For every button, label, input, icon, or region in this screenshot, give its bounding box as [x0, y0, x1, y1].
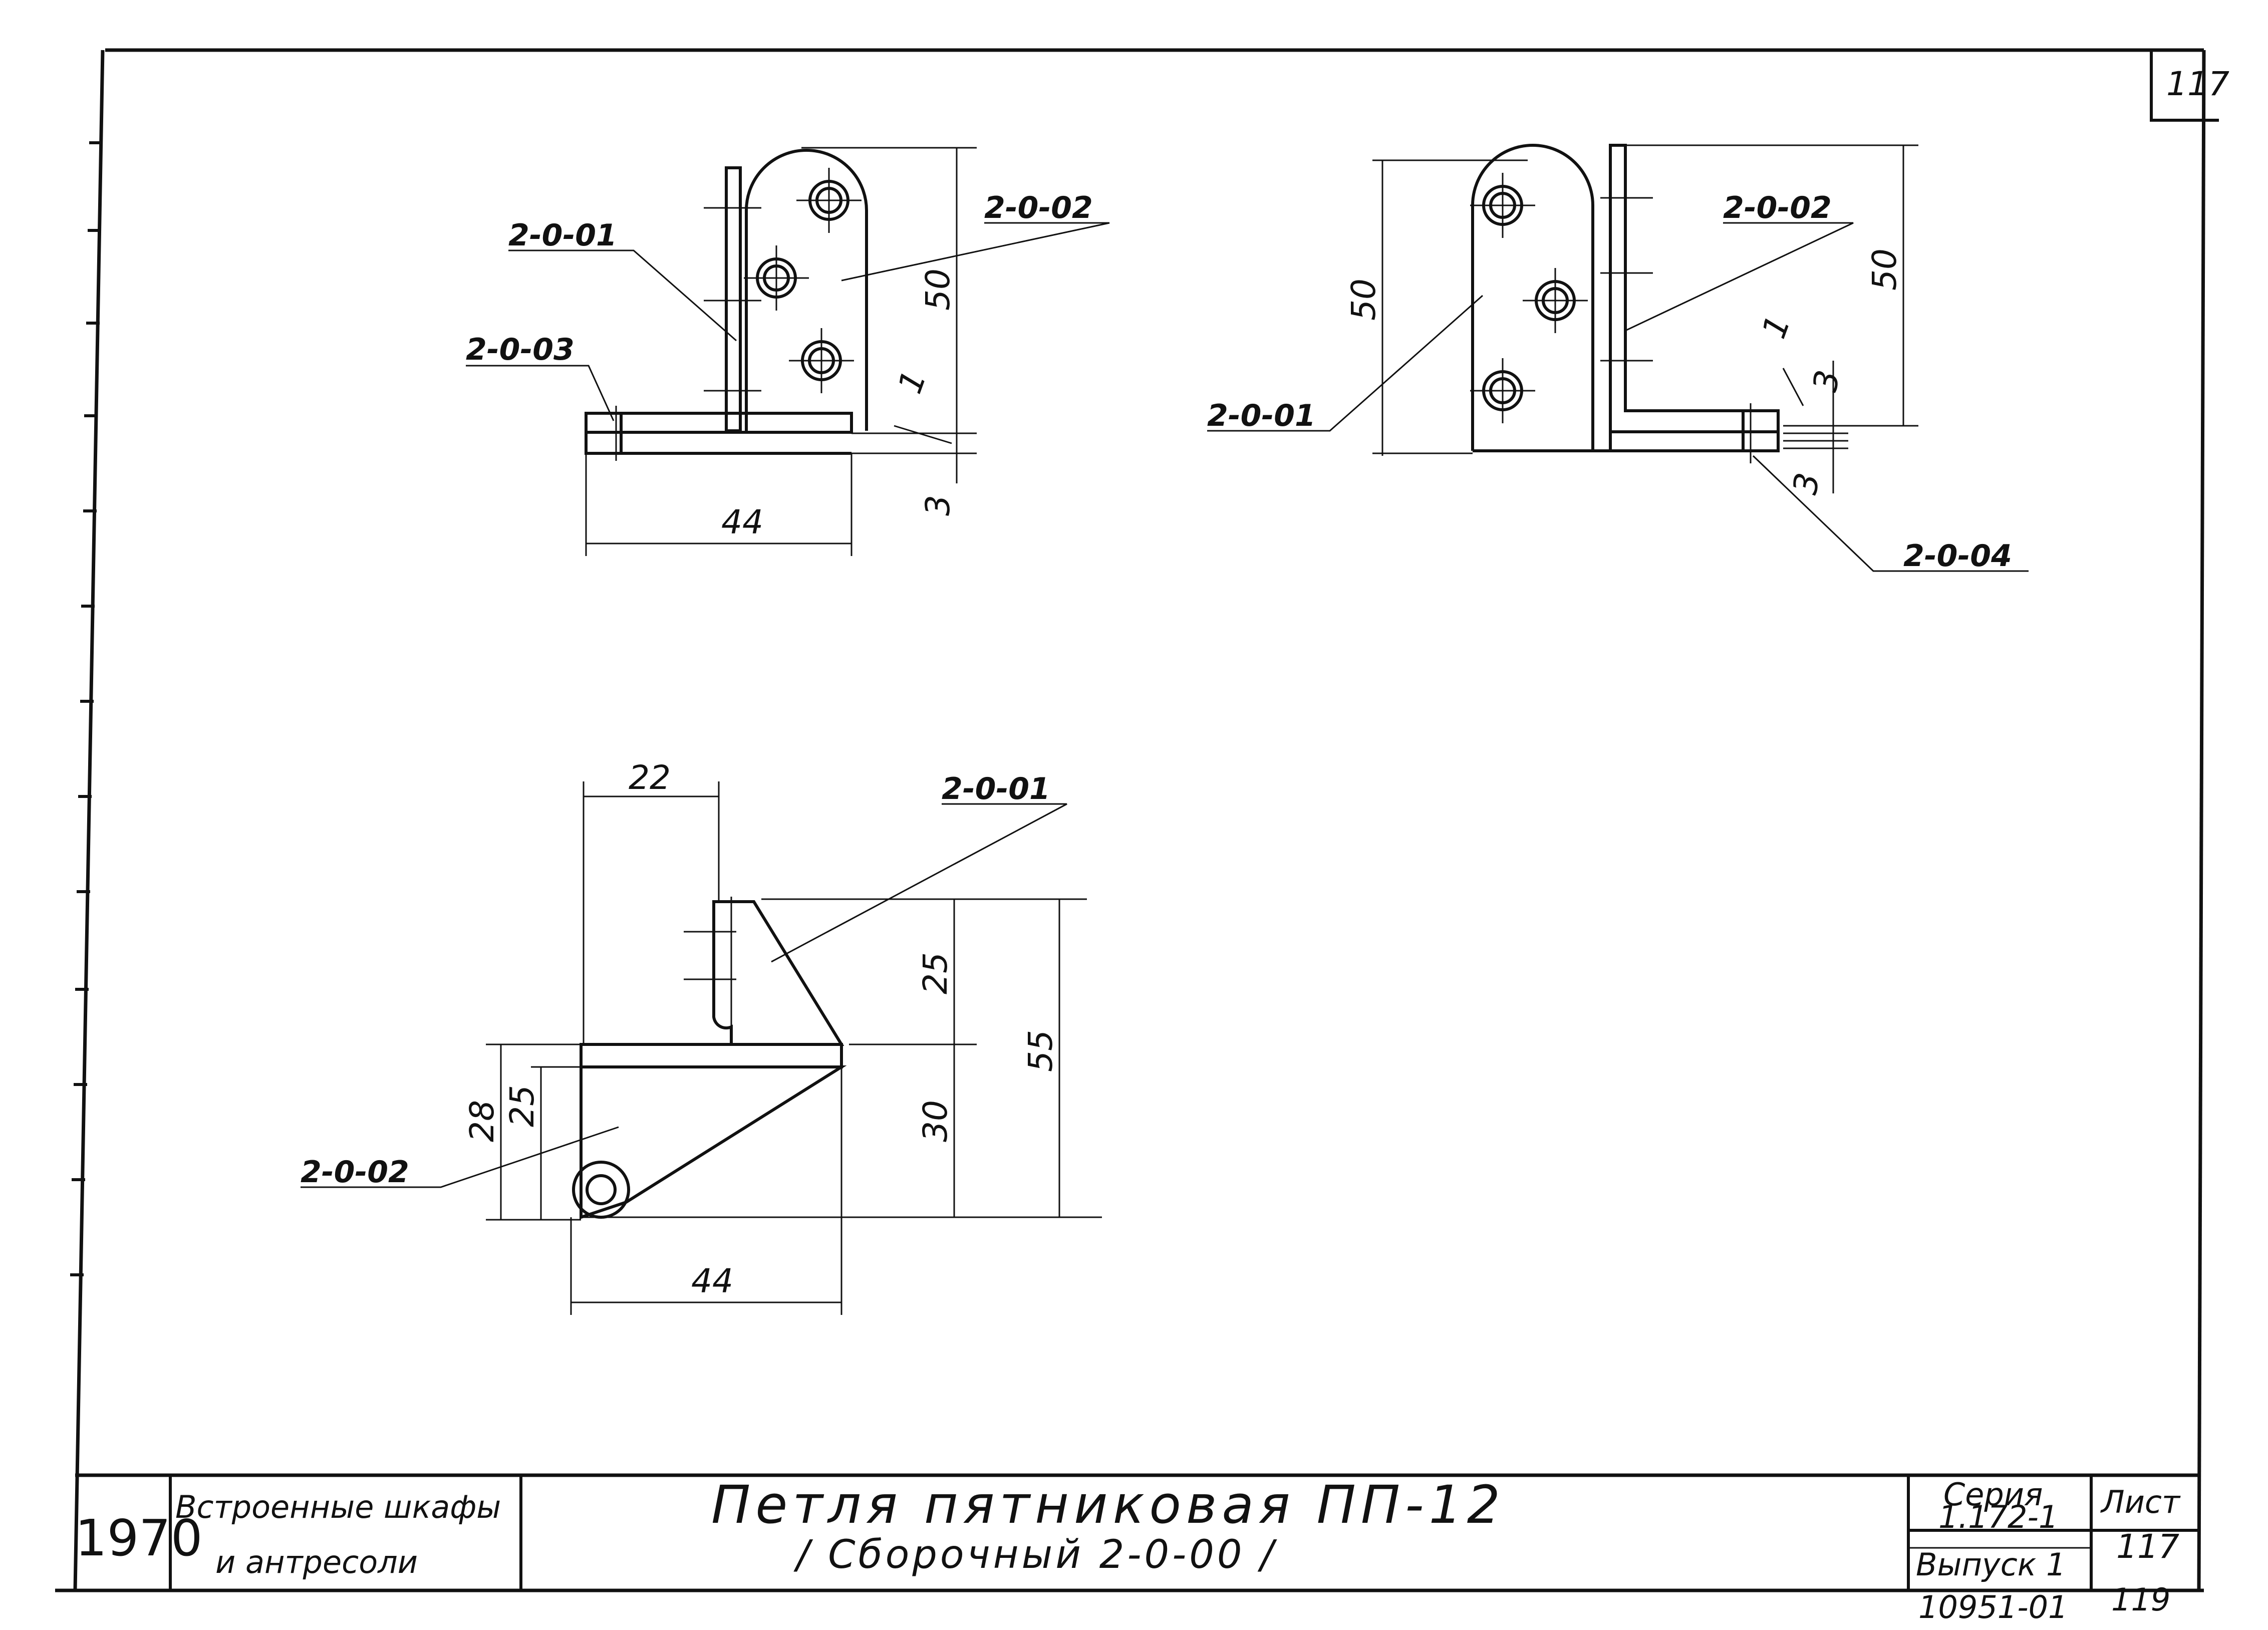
- view3-callout-2-0-01: 2-0-01: [942, 771, 1050, 806]
- archive-number: 10951-01: [1918, 1589, 2068, 1625]
- view3-dim-25-inner: 25: [503, 1085, 541, 1127]
- view3-lower-part: [580, 1065, 847, 1220]
- margin-ticks: [70, 141, 103, 1276]
- sheet-value: 117: [2116, 1527, 2179, 1566]
- view1-labels: 2-0-01 2-0-03 2-0-02 50 1 3 44: [466, 190, 1093, 541]
- view3-callout-2-0-02: 2-0-02: [301, 1155, 409, 1190]
- view3-dim-22: 22: [629, 758, 671, 797]
- view1-plate: [745, 149, 868, 431]
- view3-dim-55: 55: [1021, 1030, 1060, 1072]
- sheet-label: Лист: [2100, 1484, 2181, 1520]
- title-block-text: 1970 Встроенные шкафы и антресоли Петля …: [75, 1474, 2181, 1625]
- view1-dim-1: 1: [891, 366, 934, 399]
- view2-dim-3-top: 3: [1806, 367, 1847, 395]
- year: 1970: [75, 1509, 203, 1567]
- view3-labels: 2-0-01 2-0-02 22 25 30 55 28 25 44: [301, 758, 1060, 1300]
- corner-sheet-number: 117: [2166, 65, 2229, 103]
- view2-blade: [1609, 144, 1780, 433]
- drawing-subtitle: / Сборочный 2-0-00 /: [793, 1532, 1277, 1577]
- view1-dim-3: 3: [919, 495, 957, 516]
- view3-dim-25-upper: 25: [916, 952, 955, 994]
- view2-dim-50-right: 50: [1865, 248, 1904, 291]
- subject-line1: Встроенные шкафы: [175, 1489, 501, 1525]
- view2-dim-1: 1: [1755, 311, 1798, 344]
- view1-dim-44: 44: [721, 503, 763, 541]
- series-label: Серия: [1943, 1476, 2043, 1513]
- view3-upper-part: [712, 900, 844, 1046]
- corner-sheet-box: 117: [2150, 50, 2229, 122]
- view2-callout-2-0-02: 2-0-02: [1723, 190, 1832, 225]
- view1-callout-2-0-03: 2-0-03: [466, 332, 575, 367]
- view2-labels: 2-0-01 2-0-02 2-0-04 50 50 1 3 3: [1207, 190, 2012, 574]
- view1-callout-2-0-01: 2-0-01: [508, 218, 617, 253]
- view3-hinge: [301, 781, 1102, 1315]
- view3-dim-44: 44: [691, 1262, 733, 1300]
- issue-label: Выпуск 1: [1916, 1546, 2066, 1583]
- title-block: [169, 1475, 2199, 1590]
- drawing-title: Петля пятниковая ПП-12: [711, 1474, 1505, 1535]
- view1-base: [585, 412, 853, 434]
- sheet-frame: [55, 48, 2206, 1592]
- view1-dim-50: 50: [919, 268, 957, 311]
- archive-page: 119: [2111, 1581, 2170, 1618]
- series-value: 1.172-1: [1938, 1499, 2058, 1535]
- view3-bar: [580, 1043, 843, 1068]
- view2-hinge: [1207, 144, 2029, 572]
- view1-callout-2-0-02: 2-0-02: [984, 190, 1093, 225]
- view3-dim-30: 30: [916, 1100, 955, 1142]
- view2-callout-2-0-04: 2-0-04: [1903, 538, 2012, 574]
- view3-dim-28: 28: [463, 1100, 501, 1142]
- view2-dim-50-left: 50: [1344, 279, 1383, 321]
- view2-plate: [1471, 144, 1594, 451]
- subject-line2: и антресоли: [215, 1544, 418, 1580]
- view2-callout-2-0-01: 2-0-01: [1207, 398, 1316, 433]
- view1-hinge: [466, 147, 1110, 556]
